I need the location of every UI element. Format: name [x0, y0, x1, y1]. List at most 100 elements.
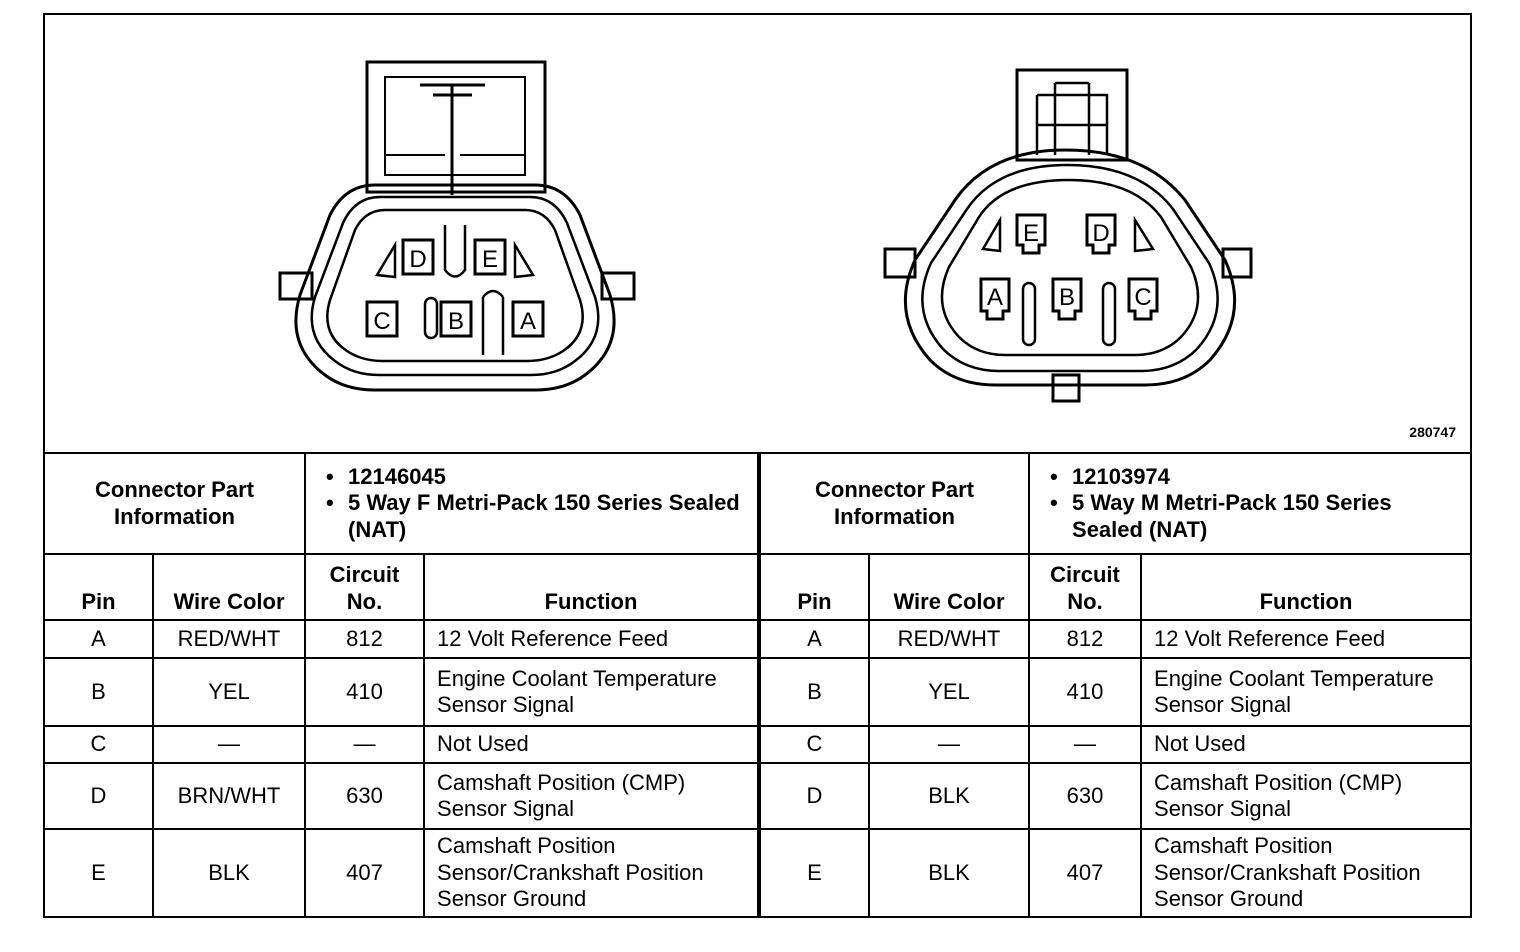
circuit-cell: 630	[304, 762, 426, 830]
pin-cell: B	[43, 657, 154, 727]
male-pin-a-label: A	[987, 284, 1003, 311]
pin-header: Pin	[759, 553, 870, 621]
circuit-cell: —	[304, 725, 426, 764]
wire-color-cell: BLK	[867, 828, 1031, 918]
part-info-row: Connector Part Information 12103974 5 Wa…	[758, 452, 1472, 555]
wire-color-cell: BRN/WHT	[151, 762, 307, 830]
circuit-cell: 407	[1028, 828, 1143, 918]
female-latch-housing	[365, 60, 547, 194]
function-cell: 12 Volt Reference Feed	[423, 619, 759, 659]
circuit-cell: 812	[1028, 619, 1143, 659]
pin-cell: E	[759, 828, 870, 918]
pin-cell: D	[759, 762, 870, 830]
female-pin-cavities: D E C B A	[365, 238, 545, 338]
pin-cell: B	[759, 657, 870, 727]
function-header: Function	[1140, 553, 1472, 621]
function-cell: 12 Volt Reference Feed	[1140, 619, 1472, 659]
table-row: A RED/WHT 812 12 Volt Reference Feed	[43, 619, 759, 659]
male-bottom-tab	[1051, 373, 1081, 403]
connector-part-info-values: 12146045 5 Way F Metri-Pack 150 Series S…	[304, 452, 759, 555]
circuit-cell: 630	[1028, 762, 1143, 830]
part-number: 12146045	[326, 464, 749, 491]
function-cell: Engine Coolant Temperature Sensor Signal	[1140, 657, 1472, 727]
male-pin-b: B	[1051, 277, 1083, 321]
table-row: D BRN/WHT 630 Camshaft Position (CMP) Se…	[43, 762, 759, 830]
male-latch-housing	[1015, 68, 1129, 162]
wire-color-header: Wire Color	[867, 553, 1031, 621]
part-info-row: Connector Part Information 12146045 5 Wa…	[42, 452, 759, 555]
pinout-tables: Connector Part Information 12146045 5 Wa…	[42, 452, 1472, 918]
pin-cell: E	[43, 828, 154, 918]
wire-color-cell: —	[867, 725, 1031, 764]
function-header: Function	[423, 553, 759, 621]
part-number: 12103974	[1050, 464, 1462, 491]
function-cell: Camshaft Position Sensor/Crankshaft Posi…	[423, 828, 759, 918]
female-left-tab	[278, 271, 314, 301]
pin-cell: A	[759, 619, 870, 659]
pin-cell: D	[43, 762, 154, 830]
wire-color-header: Wire Color	[151, 553, 307, 621]
male-connector-table: Connector Part Information 12103974 5 Wa…	[758, 452, 1472, 918]
pin-cell: A	[43, 619, 154, 659]
table-row: D BLK 630 Camshaft Position (CMP) Sensor…	[759, 762, 1472, 830]
connector-part-info-values: 12103974 5 Way M Metri-Pack 150 Series S…	[1028, 452, 1472, 555]
female-connector-drawing	[278, 60, 636, 392]
wire-color-cell: YEL	[151, 657, 307, 727]
female-pin-c: C	[365, 300, 399, 338]
male-pin-b-label: B	[1059, 284, 1075, 311]
wire-color-cell: —	[151, 725, 307, 764]
circuit-cell: 410	[304, 657, 426, 727]
wire-color-cell: YEL	[867, 657, 1031, 727]
female-pin-b: B	[439, 300, 473, 338]
function-cell: Not Used	[423, 725, 759, 764]
column-header-row: Pin Wire Color Circuit No. Function	[43, 553, 759, 621]
wire-color-cell: RED/WHT	[151, 619, 307, 659]
circuit-cell: 410	[1028, 657, 1143, 727]
column-header-row: Pin Wire Color Circuit No. Function	[759, 553, 1472, 621]
female-right-tab	[600, 271, 636, 301]
male-connector-drawing	[883, 68, 1253, 403]
function-cell: Camshaft Position (CMP) Sensor Signal	[423, 762, 759, 830]
function-cell: Engine Coolant Temperature Sensor Signal	[423, 657, 759, 727]
female-pin-c-label: C	[373, 308, 390, 335]
connector-part-info-label: Connector Part Information	[758, 452, 1031, 555]
circuit-header: Circuit No.	[1028, 553, 1143, 621]
table-row: B YEL 410 Engine Coolant Temperature Sen…	[43, 657, 759, 727]
female-pin-b-label: B	[448, 308, 464, 335]
figure-id: 280747	[1409, 424, 1456, 440]
table-row: C — — Not Used	[759, 725, 1472, 764]
male-right-tab	[1221, 247, 1253, 279]
function-cell: Not Used	[1140, 725, 1472, 764]
female-pin-e: E	[473, 238, 507, 276]
female-connector-table: Connector Part Information 12146045 5 Wa…	[42, 452, 759, 918]
male-pin-e-label: E	[1023, 220, 1039, 247]
pin-header: Pin	[43, 553, 154, 621]
circuit-cell: 407	[304, 828, 426, 918]
wire-color-cell: BLK	[867, 762, 1031, 830]
female-pin-a-label: A	[520, 308, 536, 335]
connector-part-info-label: Connector Part Information	[42, 452, 307, 555]
circuit-cell: —	[1028, 725, 1143, 764]
part-description: 5 Way F Metri-Pack 150 Series Sealed (NA…	[326, 490, 749, 543]
circuit-header: Circuit No.	[304, 553, 426, 621]
female-pin-d: D	[401, 238, 435, 276]
table-row: A RED/WHT 812 12 Volt Reference Feed	[759, 619, 1472, 659]
table-row: B YEL 410 Engine Coolant Temperature Sen…	[759, 657, 1472, 727]
male-pin-a: A	[979, 277, 1011, 321]
female-pin-d-label: D	[409, 246, 426, 273]
female-pin-e-label: E	[482, 246, 498, 273]
male-pin-d-label: D	[1092, 220, 1109, 247]
male-pin-e: E	[1015, 213, 1047, 255]
table-row: E BLK 407 Camshaft Position Sensor/Crank…	[759, 828, 1472, 918]
female-outer-shell	[294, 183, 616, 392]
connector-illustrations: D E C B A E	[278, 60, 1253, 403]
function-cell: Camshaft Position (CMP) Sensor Signal	[1140, 762, 1472, 830]
female-pin-a: A	[511, 300, 545, 338]
function-cell: Camshaft Position Sensor/Crankshaft Posi…	[1140, 828, 1472, 918]
male-pin-c: C	[1127, 277, 1159, 321]
circuit-cell: 812	[304, 619, 426, 659]
male-outer-shell	[903, 148, 1237, 387]
male-pin-d: D	[1085, 213, 1117, 255]
male-pin-terminals: E D A B C	[979, 213, 1159, 321]
table-row: E BLK 407 Camshaft Position Sensor/Crank…	[43, 828, 759, 918]
